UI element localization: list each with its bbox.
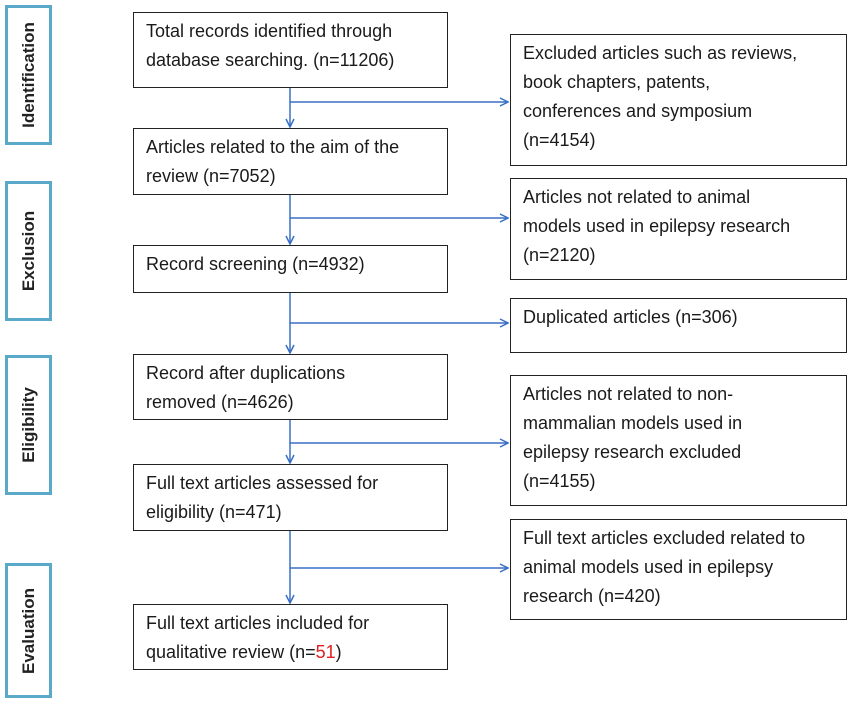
box-total-records: Total records identified through databas…	[133, 12, 448, 88]
box-line: animal models used in epilepsy	[523, 557, 774, 577]
box-full-text-assessed: Full text articles assessed for eligibil…	[133, 464, 448, 531]
box-line: (n=4154)	[523, 130, 596, 150]
box-line: epilepsy research excluded	[523, 442, 742, 462]
stage-evaluation: Evaluation	[5, 563, 52, 698]
box-line: mammalian models used in	[523, 413, 743, 433]
box-line: eligibility (n=471)	[146, 502, 282, 522]
box-after-duplications: Record after duplications removed (n=462…	[133, 354, 448, 420]
box-line: Full text articles assessed for	[146, 473, 379, 493]
box-line: Articles not related to non-	[523, 384, 734, 404]
box-line: research (n=420)	[523, 586, 661, 606]
stage-exclusion: Exclusion	[5, 181, 52, 321]
box-line-final: qualitative review (n=51)	[146, 638, 435, 667]
box-line: Record screening (n=4932)	[146, 254, 365, 274]
box-line: (n=2120)	[523, 245, 596, 265]
box-line: review (n=7052)	[146, 166, 276, 186]
stage-eligibility: Eligibility	[5, 355, 52, 495]
included-count: 51	[315, 642, 336, 662]
box-line: database searching. (n=11206)	[146, 50, 395, 70]
box-duplicated: Duplicated articles (n=306)	[510, 298, 847, 353]
box-text: qualitative review (n=	[146, 642, 316, 662]
box-line: conferences and symposium	[523, 101, 753, 121]
box-line: Total records identified through	[146, 21, 393, 41]
box-full-text-excluded: Full text articles excluded related to a…	[510, 519, 847, 620]
box-line: Full text articles included for	[146, 613, 370, 633]
box-related-articles: Articles related to the aim of the revie…	[133, 128, 448, 195]
box-not-non-mammalian: Articles not related to non- mammalian m…	[510, 375, 847, 506]
box-line: Record after duplications	[146, 363, 346, 383]
box-line: Full text articles excluded related to	[523, 528, 806, 548]
box-not-animal-models: Articles not related to animal models us…	[510, 178, 847, 280]
box-excluded-reviews: Excluded articles such as reviews, book …	[510, 34, 847, 166]
box-line: (n=4155)	[523, 471, 596, 491]
box-line: Articles related to the aim of the	[146, 137, 400, 157]
box-text: )	[335, 642, 342, 662]
box-line: models used in epilepsy research	[523, 216, 791, 236]
box-line: book chapters, patents,	[523, 72, 711, 92]
box-record-screening: Record screening (n=4932)	[133, 245, 448, 293]
box-line: Articles not related to animal	[523, 187, 751, 207]
box-line: removed (n=4626)	[146, 392, 294, 412]
box-line: Excluded articles such as reviews,	[523, 43, 798, 63]
box-full-text-included: Full text articles included for qualitat…	[133, 604, 448, 670]
stage-identification: Identification	[5, 5, 52, 145]
box-line: Duplicated articles (n=306)	[523, 307, 738, 327]
